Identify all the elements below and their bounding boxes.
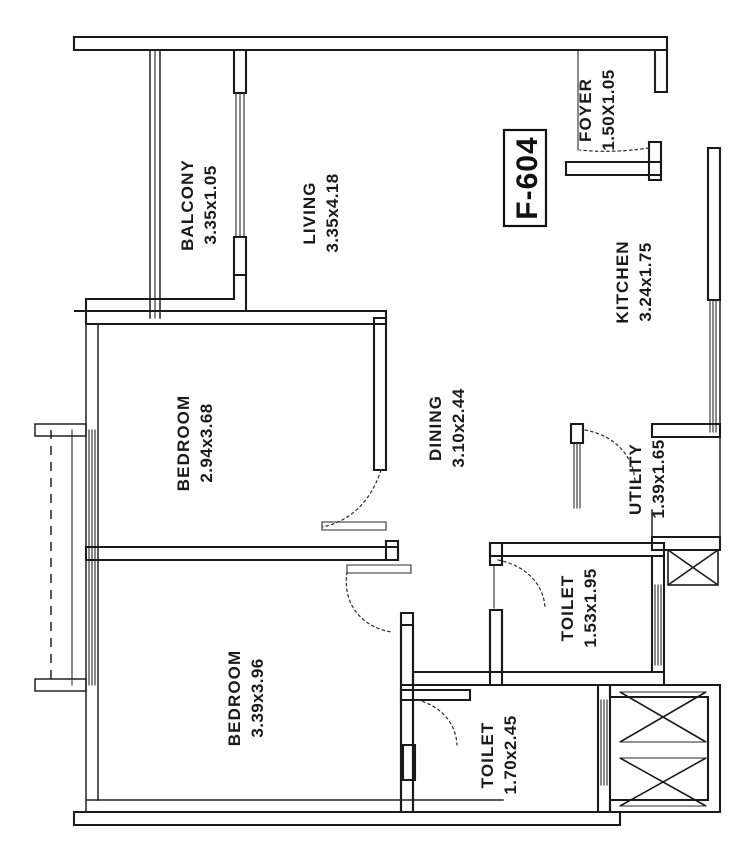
toilet2-door-swing <box>416 699 458 746</box>
wall-shaft-enclosure <box>608 683 722 814</box>
toilet2-dimensions: 1.70x2.45 <box>501 715 520 794</box>
wall-shell <box>34 35 669 827</box>
foyer-dimensions: 1.50X1.05 <box>599 69 618 150</box>
unit-code-badge: F-604 <box>502 128 548 228</box>
window-ledge-top <box>34 423 87 437</box>
bedroom2-dimensions: 3.39x3.96 <box>248 658 267 737</box>
bedroom2-door-leaf <box>346 564 412 574</box>
kitchen-name: KITCHEN <box>613 240 632 323</box>
balcony-name: BALCONY <box>178 159 197 251</box>
toilet1-door-jamb <box>488 541 504 567</box>
balcony-dimensions: 3.35x1.05 <box>201 165 220 244</box>
bedroom2-name: BEDROOM <box>225 650 244 746</box>
room-label-foyer: FOYER 1.50X1.05 <box>576 69 618 150</box>
room-label-toilet1: TOILET 1.53x1.95 <box>558 568 600 647</box>
bedroom-doors <box>321 469 412 633</box>
utility-zone <box>569 422 722 586</box>
room-label-kitchen: KITCHEN 3.24x1.75 <box>613 240 655 323</box>
room-label-utility: UTILITY 1.39x1.65 <box>626 439 668 518</box>
toilet2-door-jamb <box>401 743 417 782</box>
shaft-hatch-upper <box>667 549 719 586</box>
kitchen-zone <box>650 146 722 439</box>
dining-zone <box>399 608 504 687</box>
bedroom1-door-swing <box>321 469 382 528</box>
foyer-zone <box>564 49 663 182</box>
unit-code-box <box>502 128 548 228</box>
dining-dimensions: 3.10x2.44 <box>449 388 468 467</box>
dining-name: DINING <box>426 395 445 461</box>
toilet2-name: TOILET <box>478 722 497 789</box>
wall-balcony-bottom <box>74 273 248 313</box>
wall-dining-east-nib <box>488 608 504 687</box>
utility-dimensions: 1.39x1.65 <box>649 439 668 518</box>
foyer-name: FOYER <box>576 78 595 142</box>
wall-foyer-kitchen <box>564 160 663 177</box>
room-label-balcony: BALCONY 3.35x1.05 <box>178 159 220 251</box>
bedroom1-name: BEDROOM <box>174 395 193 491</box>
wall-bedroom1-east <box>372 316 388 472</box>
shaft-hatch-bottom <box>619 757 707 807</box>
room-label-toilet2: TOILET 1.70x2.45 <box>478 715 520 794</box>
room-label-bedroom1: BEDROOM 2.94x3.68 <box>174 395 216 491</box>
shaft-hatch-top <box>619 691 707 743</box>
wall-toilet2-top <box>399 688 472 702</box>
toilet1-name: TOILET <box>558 575 577 642</box>
room-label-dining: DINING 3.10x2.44 <box>426 388 468 467</box>
unit-code-text: F-604 <box>511 136 544 219</box>
bedroom1-dimensions: 2.94x3.68 <box>197 403 216 482</box>
toilet1-dimensions: 1.53x1.95 <box>581 568 600 647</box>
living-name: LIVING <box>300 181 319 244</box>
partition-nib <box>384 539 400 562</box>
bedroom1-door-leaf <box>321 521 387 531</box>
utility-door-swing <box>584 429 636 483</box>
service-shaft <box>608 683 722 814</box>
utility-door-jamb-top <box>569 422 585 445</box>
toilet1-door-swing <box>497 559 546 609</box>
wall-dining-west-nib <box>399 611 415 687</box>
balcony-divider-pier-top <box>232 48 248 95</box>
living-dimensions: 3.35x4.18 <box>323 173 342 252</box>
room-label-bedroom2: BEDROOM 3.39x3.96 <box>225 650 267 746</box>
foyer-door-jamb <box>647 140 663 182</box>
utility-name: UTILITY <box>626 443 645 515</box>
room-label-living: LIVING 3.35x4.18 <box>300 173 342 252</box>
window-ledge-bottom <box>34 678 87 692</box>
bedroom2-door-swing <box>345 571 393 633</box>
kitchen-dimensions: 3.24x1.75 <box>636 242 655 321</box>
foyer-door-swing <box>579 147 650 152</box>
